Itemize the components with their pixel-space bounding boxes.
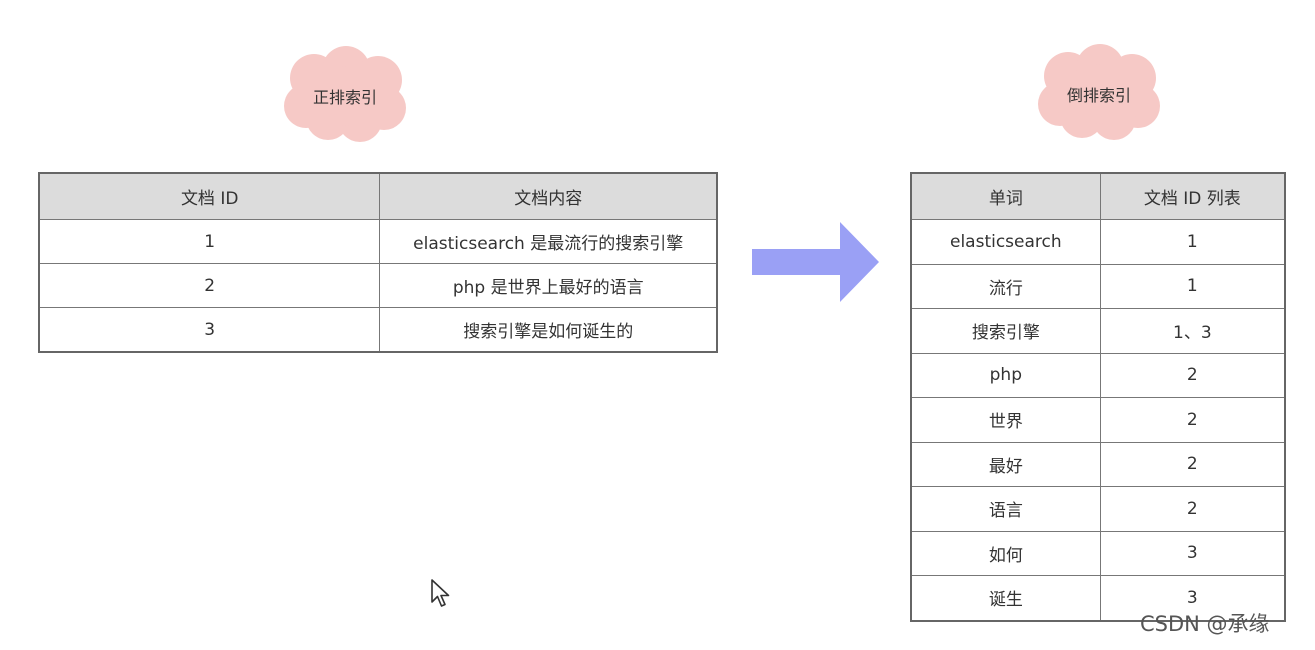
column-header-doc-content: 文档内容 bbox=[379, 172, 718, 220]
cell-doc-id: 2 bbox=[38, 263, 381, 308]
table-row: 最好 2 bbox=[910, 441, 1286, 487]
mouse-cursor-icon bbox=[431, 579, 450, 607]
table-row: 如何 3 bbox=[910, 530, 1286, 576]
cell-doc-id-list: 2 bbox=[1099, 397, 1286, 443]
cell-doc-id: 3 bbox=[38, 307, 381, 353]
cell-doc-id-list: 2 bbox=[1099, 486, 1286, 532]
cell-term: php bbox=[910, 352, 1101, 398]
forward-index-title: 正排索引 bbox=[312, 88, 377, 107]
inverted-index-table: 单词 文档 ID 列表 elasticsearch 1 流行 1 搜索引擎 1、… bbox=[910, 172, 1286, 622]
watermark: CSDN @承缘 bbox=[1140, 612, 1270, 636]
cell-term: 世界 bbox=[910, 397, 1101, 443]
cell-doc-id-list: 1 bbox=[1099, 263, 1286, 309]
cell-term: 语言 bbox=[910, 486, 1101, 532]
column-header-term: 单词 bbox=[910, 172, 1101, 220]
cell-doc-id: 1 bbox=[38, 219, 381, 264]
table-row: 世界 2 bbox=[910, 397, 1286, 443]
table-row: 语言 2 bbox=[910, 486, 1286, 532]
table-row: 搜索引擎 1、3 bbox=[910, 308, 1286, 354]
cell-doc-id-list: 3 bbox=[1099, 575, 1286, 621]
cell-doc-id-list: 2 bbox=[1099, 441, 1286, 487]
inverted-index-cloud: 倒排索引 bbox=[1034, 44, 1164, 140]
table-row: 诞生 3 bbox=[910, 575, 1286, 621]
cell-doc-id-list: 1、3 bbox=[1099, 308, 1286, 354]
table-header-row: 文档 ID 文档内容 bbox=[38, 172, 718, 220]
column-header-doc-id-list: 文档 ID 列表 bbox=[1099, 172, 1286, 220]
cell-doc-id-list: 3 bbox=[1099, 530, 1286, 576]
table-row: elasticsearch 1 bbox=[910, 219, 1286, 265]
table-row: 1 elasticsearch 是最流行的搜索引擎 bbox=[38, 219, 718, 264]
forward-index-table: 文档 ID 文档内容 1 elasticsearch 是最流行的搜索引擎 2 p… bbox=[38, 172, 718, 353]
cell-term: 诞生 bbox=[910, 575, 1101, 621]
cloud-shape bbox=[284, 46, 406, 142]
forward-index-cloud: 正排索引 bbox=[280, 46, 410, 142]
table-row: 3 搜索引擎是如何诞生的 bbox=[38, 307, 718, 353]
cell-doc-content: elasticsearch 是最流行的搜索引擎 bbox=[379, 219, 718, 264]
cell-term: 流行 bbox=[910, 263, 1101, 309]
cell-doc-content: 搜索引擎是如何诞生的 bbox=[379, 307, 718, 353]
cloud-shape bbox=[1038, 44, 1160, 140]
cell-term: 如何 bbox=[910, 530, 1101, 576]
right-arrow-icon bbox=[752, 222, 879, 302]
cell-term: elasticsearch bbox=[910, 219, 1101, 265]
cell-term: 最好 bbox=[910, 441, 1101, 487]
cell-doc-id-list: 1 bbox=[1099, 219, 1286, 265]
table-row: 流行 1 bbox=[910, 263, 1286, 309]
table-row: 2 php 是世界上最好的语言 bbox=[38, 263, 718, 308]
cell-doc-id-list: 2 bbox=[1099, 352, 1286, 398]
cell-term: 搜索引擎 bbox=[910, 308, 1101, 354]
table-header-row: 单词 文档 ID 列表 bbox=[910, 172, 1286, 220]
cell-doc-content: php 是世界上最好的语言 bbox=[379, 263, 718, 308]
column-header-doc-id: 文档 ID bbox=[38, 172, 381, 220]
table-row: php 2 bbox=[910, 352, 1286, 398]
inverted-index-title: 倒排索引 bbox=[1066, 86, 1131, 105]
